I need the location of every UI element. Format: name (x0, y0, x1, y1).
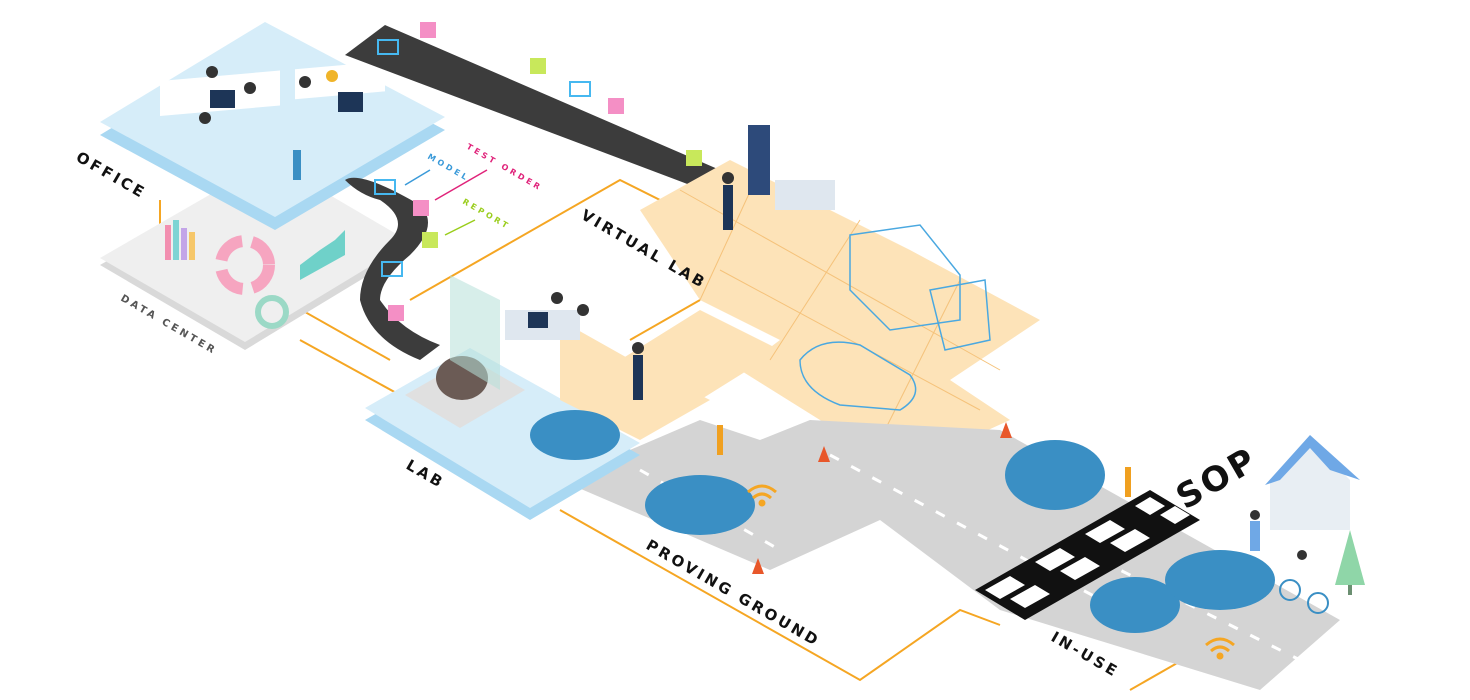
label-sop: SOP (1170, 439, 1266, 517)
car-wireframe-icon (799, 341, 917, 411)
test-order-line (434, 169, 488, 201)
package-green (422, 232, 438, 248)
checkered-finish-line (975, 490, 1200, 620)
model-box (374, 179, 396, 195)
truck-wireframe-icon (849, 224, 991, 351)
package-pink (388, 305, 404, 321)
wifi-icon (747, 484, 1235, 660)
package-pink (608, 98, 624, 114)
pedestrian-icon (1250, 510, 1260, 551)
bar-chart-icon (165, 220, 195, 260)
package-pink (413, 200, 429, 216)
lab-platform (365, 275, 710, 520)
tree-icon (1335, 530, 1365, 595)
house-icon (1265, 435, 1360, 530)
conveyor-belt (345, 22, 720, 360)
connector-lines (159, 178, 1201, 691)
model-box (569, 81, 591, 97)
office-platform (100, 22, 445, 230)
data-center-platform (100, 160, 410, 350)
model-line (404, 169, 431, 186)
car-in-use-2 (1165, 550, 1275, 610)
package-green (530, 58, 546, 74)
donut-chart-icon (215, 235, 275, 295)
van (1005, 440, 1105, 510)
cyclist-icon (1279, 550, 1329, 614)
server-rack (748, 125, 770, 195)
area-chart-icon (300, 230, 345, 280)
label-office: OFFICE (73, 148, 150, 203)
label-report: REPORT (461, 197, 512, 232)
car-lab (530, 410, 620, 460)
package-pink (420, 22, 436, 38)
car-proving-ground (645, 475, 755, 535)
traffic-cones (717, 422, 1131, 574)
model-box (381, 261, 403, 277)
ring-chart-icon (255, 295, 289, 329)
package-green (686, 150, 702, 166)
car-in-use-1 (1090, 577, 1180, 633)
label-test-order: TEST ORDER (465, 142, 544, 193)
cars (530, 410, 1275, 633)
report-line (444, 219, 476, 236)
label-model: MODEL (426, 152, 471, 183)
model-box (377, 39, 399, 55)
